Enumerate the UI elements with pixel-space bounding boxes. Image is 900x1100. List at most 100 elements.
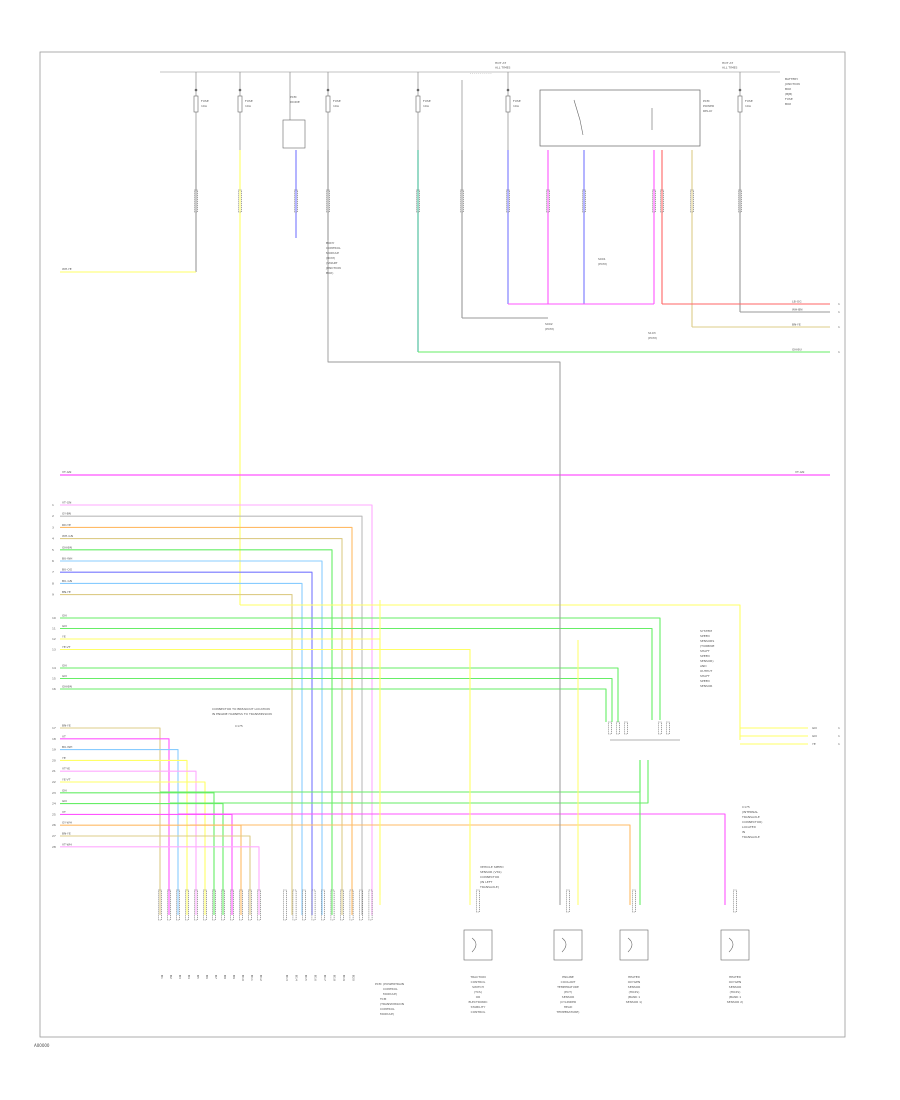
wire-color-label: VT-GN [62,470,71,474]
wire-group4 [60,727,161,915]
component-label: SENSOR [628,985,640,989]
module-label: (TRANSMISSION [380,1002,404,1006]
note-text: SENSORS [700,639,714,643]
component-label: HEATED [729,975,742,979]
module-label: MODULE) [380,1012,394,1016]
component-label: CONTROL [471,980,486,984]
pin-number: 1 [838,350,840,354]
module-label: TCM [379,997,387,1001]
pin-number: 17 [52,726,56,730]
component-label: HEATED [628,975,641,979]
connector-pin [359,889,363,921]
fuse-label: FUSE [201,99,209,103]
note-text: OUTPUT [700,669,712,673]
connector-pin [368,889,373,921]
fuse-label: 10A [201,104,208,108]
component-label: TEMPERATURE [556,985,579,989]
note-text: (TURBINE [700,644,714,648]
wire-group4 [60,738,170,915]
connector-pin [546,189,550,213]
component-label: ENGINE [562,975,574,979]
note-text: SHAFT [700,649,710,653]
wire-yellow-long [240,604,741,740]
pin-label: B15 [304,975,308,981]
component-label: (BANK 1 [628,995,640,999]
pin-number: 20 [52,758,56,762]
wire-color-label: YE-VT [62,778,71,782]
component-label: SENSOR [562,995,574,999]
fuse-icon [237,95,243,113]
wire-group1 [60,582,303,915]
wire-color-label: GN [62,664,67,668]
connector-pin [302,889,306,921]
wire-color-label: VT [62,734,66,738]
sensor-glyph [728,937,734,953]
connector-pin [733,889,737,913]
pin-label: B7 [214,975,218,979]
connector-note: BODY [326,241,335,245]
fuse-label: 10A [245,104,252,108]
wire-color-label: YE [812,742,816,746]
splice-label: S002 [545,322,553,326]
pin-number: 8 [52,581,54,585]
note-text: CONNECTOR [480,875,499,879]
wire-color-label: BU-OG [62,568,73,572]
note-text: SPEED [700,634,711,638]
wire-color-label: WH-YE [62,267,72,271]
component-label: (HO2S) [629,990,640,994]
pin-number: 1 [838,310,840,314]
note-text: CONNECTOR) [742,820,762,824]
connector-pin [248,889,252,921]
pin-number: 4 [52,537,54,541]
component-label: COOLANT [561,980,576,984]
fuse-node [416,88,420,92]
sensor-glyph [561,937,567,953]
wire-color-label: GN [62,674,67,678]
wire-color-label: LB-OG [792,300,802,304]
wire-color-label: GY-BN [62,512,71,516]
note-text: TRANSAXLE) [479,885,499,889]
pin-number: 27 [52,834,56,838]
wire-group2 [60,617,661,720]
pin-number: 1 [838,734,840,738]
pin-label: B13 [285,975,289,981]
pin-label: B9 [232,975,236,979]
fuse-icon [415,95,421,113]
wire-group1 [60,504,373,915]
connector-pin [652,189,656,213]
wire-color-label: GN [62,788,67,792]
note-text: SPEED [700,654,711,658]
note-text: BOX [785,102,791,106]
pin-number: 25 [52,812,56,816]
connector-pin [660,189,664,213]
wire-group4 [60,835,251,915]
fuse-icon [737,95,743,113]
pin-label: B11 [250,975,254,981]
wire-color-label: BN-YE [62,724,71,728]
connector-pin [658,721,662,735]
relay-label: POWER [703,104,714,108]
bus-label: ALL TIMES [722,66,738,70]
connector-pin [176,889,180,921]
bus-label: HOT AT [722,61,733,65]
wire-group3 [60,667,619,722]
splice-label: S001 [598,257,606,261]
pin-number: 1 [838,302,840,306]
wire-color-label: VT-WH [62,842,72,846]
pin-label: B17 [323,975,327,981]
wire-color-label: YE-VT [62,645,71,649]
pin-label: B4 [187,975,191,979]
pin-label: B1 [160,975,164,979]
component-label: (TCS) [474,990,482,994]
note-text: SHAFT [700,674,710,678]
wire-color-label: GN [62,614,67,618]
note-text: TRANSAXLE [741,815,760,819]
wire-color-label: YE [62,635,66,639]
wire-group1 [60,515,363,915]
wire-color-label: GN-BN [62,545,72,549]
wire-group1 [60,571,313,915]
wire-color-label: BN-YE [792,323,801,327]
pin-number: 12 [52,637,56,641]
